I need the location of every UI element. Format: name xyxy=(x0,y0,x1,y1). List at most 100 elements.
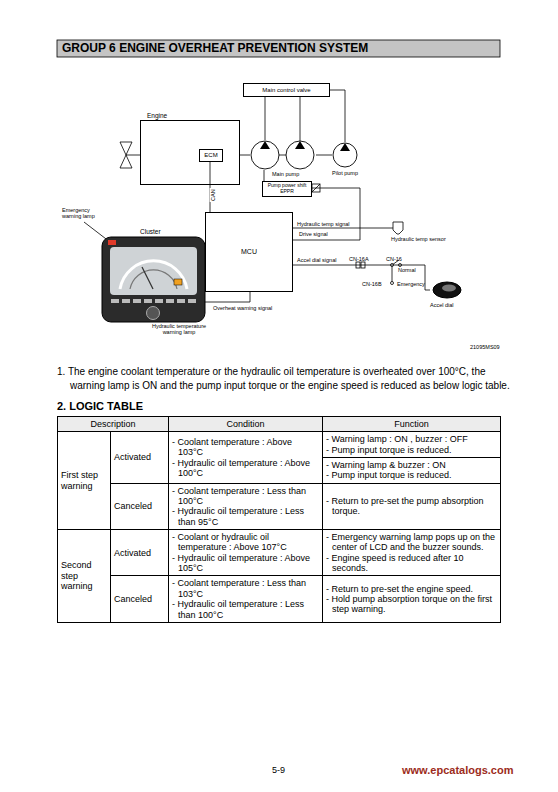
dial-knob xyxy=(433,282,461,298)
dial-shape xyxy=(430,280,462,300)
title-band xyxy=(57,40,500,57)
part-label: CN-16 xyxy=(386,256,402,262)
node-label: Pump power shift EPPR xyxy=(265,183,309,195)
table-text: Condition xyxy=(172,419,319,429)
table-cell: Condition xyxy=(169,417,323,432)
table-cell: First step warning xyxy=(58,432,111,530)
pump-shaft xyxy=(279,155,286,156)
block-box: Pump power shift EPPR xyxy=(262,181,312,197)
table-text: - Emergency warning lamp pops up on the … xyxy=(326,532,497,553)
table-cell: Activated xyxy=(111,530,169,576)
signal-line xyxy=(293,265,430,290)
emergency-lamp xyxy=(108,240,116,245)
table-cell: Second step warning xyxy=(58,530,111,623)
table-text: - Coolant or hydraulic oil temperature :… xyxy=(172,532,319,553)
gauge-needle xyxy=(142,267,153,289)
text-line: 1. The engine coolant temperature or the… xyxy=(57,365,516,392)
pump2-shape xyxy=(250,140,316,170)
table-row: Canceled- Coolant temperature : Less tha… xyxy=(58,483,501,529)
node-label: Main control valve xyxy=(262,87,310,94)
lcd-screen xyxy=(110,247,197,295)
table-text: Function xyxy=(326,419,497,429)
table-text: - Engine speed is reduced after 10 secon… xyxy=(326,553,497,574)
logic-table: DescriptionConditionFunctionFirst step w… xyxy=(57,416,501,623)
pump1-node: Pilot pump xyxy=(332,142,358,168)
signal-line xyxy=(293,228,393,229)
gauge-arc xyxy=(130,270,177,289)
table-cell: - Warning lamp : ON , buzzer : OFF- Pump… xyxy=(323,432,501,458)
pump-symbol xyxy=(333,143,357,167)
sensor-shape xyxy=(393,222,403,234)
table-text: - Coolant temperature : Above 103°C xyxy=(172,437,319,458)
table-text: - Pump input torque is reduced. xyxy=(326,445,497,455)
table-text: Second step warning xyxy=(61,560,107,591)
cluster-node: Cluster xyxy=(102,237,205,322)
pilot-line xyxy=(330,90,345,142)
table-text: - Warning lamp : ON , buzzer : OFF xyxy=(326,434,497,444)
cluster-shape xyxy=(102,237,205,322)
node-label: Cluster xyxy=(140,228,161,235)
table-text: - Return to pre-set the pump absorption … xyxy=(326,496,497,517)
node-label: Accel dial xyxy=(430,302,454,308)
block-box: ECM xyxy=(199,149,223,162)
sensor-symbol xyxy=(393,222,403,234)
signal-line xyxy=(265,97,266,140)
cluster-button xyxy=(166,299,174,303)
text-line: 5-9 xyxy=(272,765,285,775)
pump-arrow xyxy=(340,143,350,151)
table-cell: - Warning lamp & buzzer : ON- Pump input… xyxy=(323,458,501,484)
signal-line xyxy=(264,170,265,181)
table-text: - Return to pre-set the engine speed. xyxy=(326,584,497,594)
pump-symbol xyxy=(251,141,279,169)
cluster-button xyxy=(111,299,119,303)
block-box: Main control valve xyxy=(243,83,330,97)
table-text: - Coolant temperature : Less than 103°C xyxy=(172,578,319,599)
part-label: CN-16B xyxy=(362,281,382,287)
signal-label: CAN xyxy=(210,188,216,202)
node-label: Main pump xyxy=(272,171,299,177)
switch-wire xyxy=(392,265,393,283)
hydraulic-line xyxy=(300,97,301,141)
table-cell: - Coolant temperature : Above 103°C- Hyd… xyxy=(169,432,323,483)
table-cell: - Coolant temperature : Less than 100°C-… xyxy=(169,483,323,529)
node-label: Pilot pump xyxy=(332,170,358,176)
table-row: Canceled - Coolant temperature : Less tha… xyxy=(58,576,501,622)
cluster-button xyxy=(188,299,196,303)
text-line: 2. LOGIC TABLE xyxy=(57,400,143,413)
part-label: Hydraulic temperature warning lamp xyxy=(148,323,210,336)
block-box: EngineECM xyxy=(140,120,240,185)
table-cell: Activated xyxy=(111,432,169,483)
table-row: First step warningActivated- Coolant tem… xyxy=(58,432,501,458)
table-row: DescriptionConditionFunction xyxy=(58,417,501,432)
cluster-body xyxy=(102,237,205,322)
dial-node: Accel dial xyxy=(430,280,462,300)
pump-arrow xyxy=(295,141,305,149)
table-text: - Pump input torque is reduced. xyxy=(326,470,497,480)
signal-line xyxy=(240,155,250,156)
table-text: Canceled xyxy=(114,594,165,604)
pump-arrow xyxy=(260,141,270,149)
cluster-button xyxy=(177,299,185,303)
signal-label: Accel dial signal xyxy=(296,257,337,263)
table-cell: - Return to pre-set the pump absorption … xyxy=(323,483,501,529)
table-row: Second step warningActivated- Coolant or… xyxy=(58,530,501,576)
table-cell: - Coolant or hydraulic oil temperature :… xyxy=(169,530,323,576)
hydraulic-temp-lamp xyxy=(174,279,182,285)
table-text: - Hydraulic oil temperature : Less than … xyxy=(172,599,319,620)
cluster-button xyxy=(122,299,130,303)
part-label: 21095MS09 xyxy=(470,344,500,350)
switch-contact xyxy=(391,282,394,285)
table-text: - Coolant temperature : Less than 100°C xyxy=(172,486,319,507)
table-text: Activated xyxy=(114,452,165,462)
part-label: CN-16A xyxy=(349,256,369,262)
signal-label: Hydraulic temp signal xyxy=(296,221,351,227)
table-text: - Hold pump absorption torque on the fir… xyxy=(326,594,497,615)
signal-line xyxy=(210,162,211,212)
signal-line xyxy=(293,188,360,240)
table-cell: - Emergency warning lamp pops up on the … xyxy=(323,530,501,576)
table-cell: Canceled xyxy=(111,483,169,529)
node-label: MCU xyxy=(241,248,257,256)
fan-shaft xyxy=(126,155,140,156)
